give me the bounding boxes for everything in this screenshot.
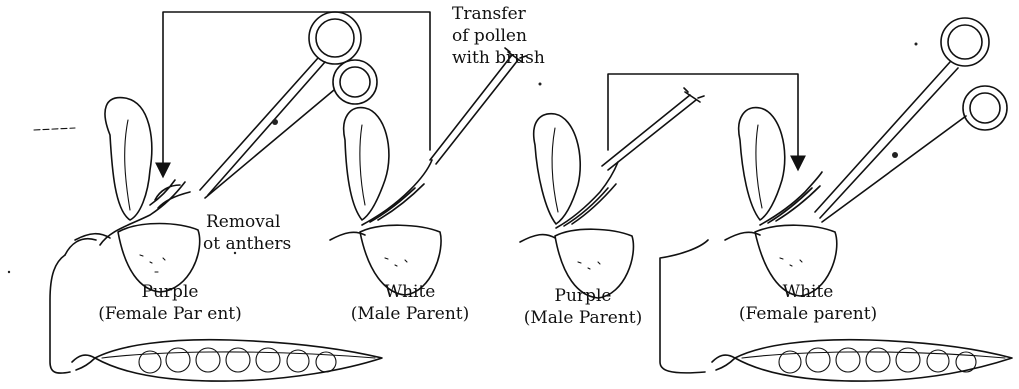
stray-dot: [8, 271, 10, 273]
removal-label-line2: ot anthers: [203, 234, 291, 254]
scissors-right: [815, 18, 1007, 222]
purple-male-color-label: Purple: [528, 286, 638, 306]
transfer-label-line2: of pollen: [452, 26, 527, 46]
stray-dot: [915, 43, 918, 46]
purple-male-flower: [520, 114, 633, 298]
white-male-flower: [330, 108, 441, 295]
purple-female-color-label: Purple: [110, 282, 230, 302]
transfer-label-line3: with brush: [452, 48, 545, 68]
transfer-label-line1: Transfer: [452, 4, 526, 24]
purple-female-role-label: (Female Par ent): [85, 304, 255, 324]
pollen-transfer-arrow-left: [163, 12, 430, 172]
white-female-role-label: (Female parent): [733, 304, 883, 324]
purple-male-role-label: (Male Parent): [516, 308, 650, 328]
pea-pod-left: [72, 340, 382, 381]
white-male-role-label: (Male Parent): [345, 304, 475, 324]
white-female-flower: [660, 108, 837, 373]
white-male-color-label: White: [355, 282, 465, 302]
brush-right: [602, 88, 704, 170]
stray-mark: [34, 128, 75, 130]
stray-dot: [539, 83, 542, 86]
removal-label-line1: Removal: [206, 212, 280, 232]
purple-female-flower: [50, 98, 200, 373]
white-female-color-label: White: [753, 282, 863, 302]
pea-pod-right: [712, 340, 1012, 381]
